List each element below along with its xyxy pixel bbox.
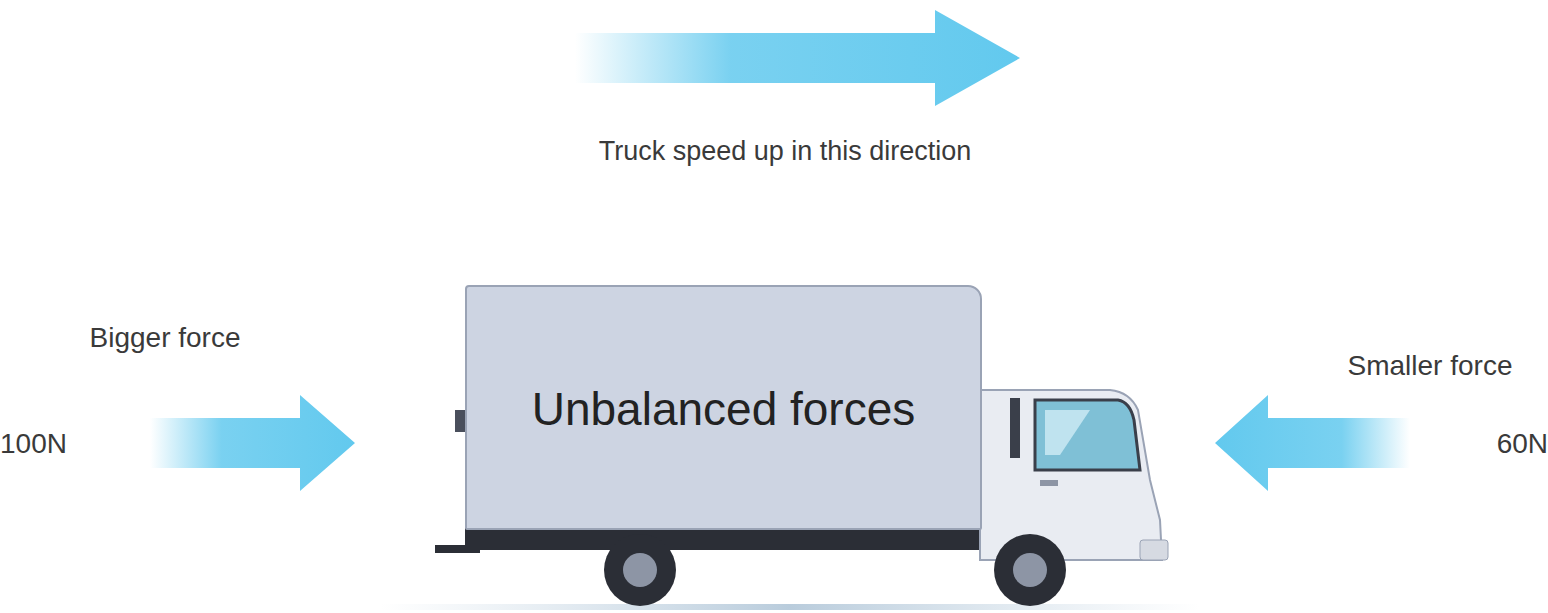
bumper bbox=[1140, 540, 1168, 560]
cab-mirror bbox=[1010, 398, 1020, 458]
force-arrow bbox=[1215, 395, 1410, 491]
annotation-label: Smaller force bbox=[1348, 350, 1513, 382]
annotation-label: 60N bbox=[1497, 428, 1548, 460]
force-arrow bbox=[150, 395, 355, 491]
wheel-hub bbox=[623, 553, 657, 587]
truck-chassis bbox=[465, 528, 1025, 550]
truck-wheel bbox=[994, 534, 1066, 606]
truck-cab bbox=[980, 390, 1162, 560]
ground-line bbox=[380, 604, 1200, 610]
annotation-label: Truck speed up in this direction bbox=[599, 136, 972, 167]
annotation-label: 100N bbox=[0, 428, 67, 460]
truck-step bbox=[435, 545, 480, 553]
truck-body-box: Unbalanced forces bbox=[465, 285, 982, 530]
wheel-hub bbox=[1013, 553, 1047, 587]
door-handle bbox=[1040, 480, 1058, 486]
window-glare bbox=[1045, 410, 1090, 455]
truck-wheel bbox=[604, 534, 676, 606]
box-label: Unbalanced forces bbox=[532, 382, 916, 436]
cab-window bbox=[1035, 400, 1140, 470]
annotation-label: Bigger force bbox=[90, 322, 241, 354]
motion-arrow bbox=[575, 10, 1020, 106]
